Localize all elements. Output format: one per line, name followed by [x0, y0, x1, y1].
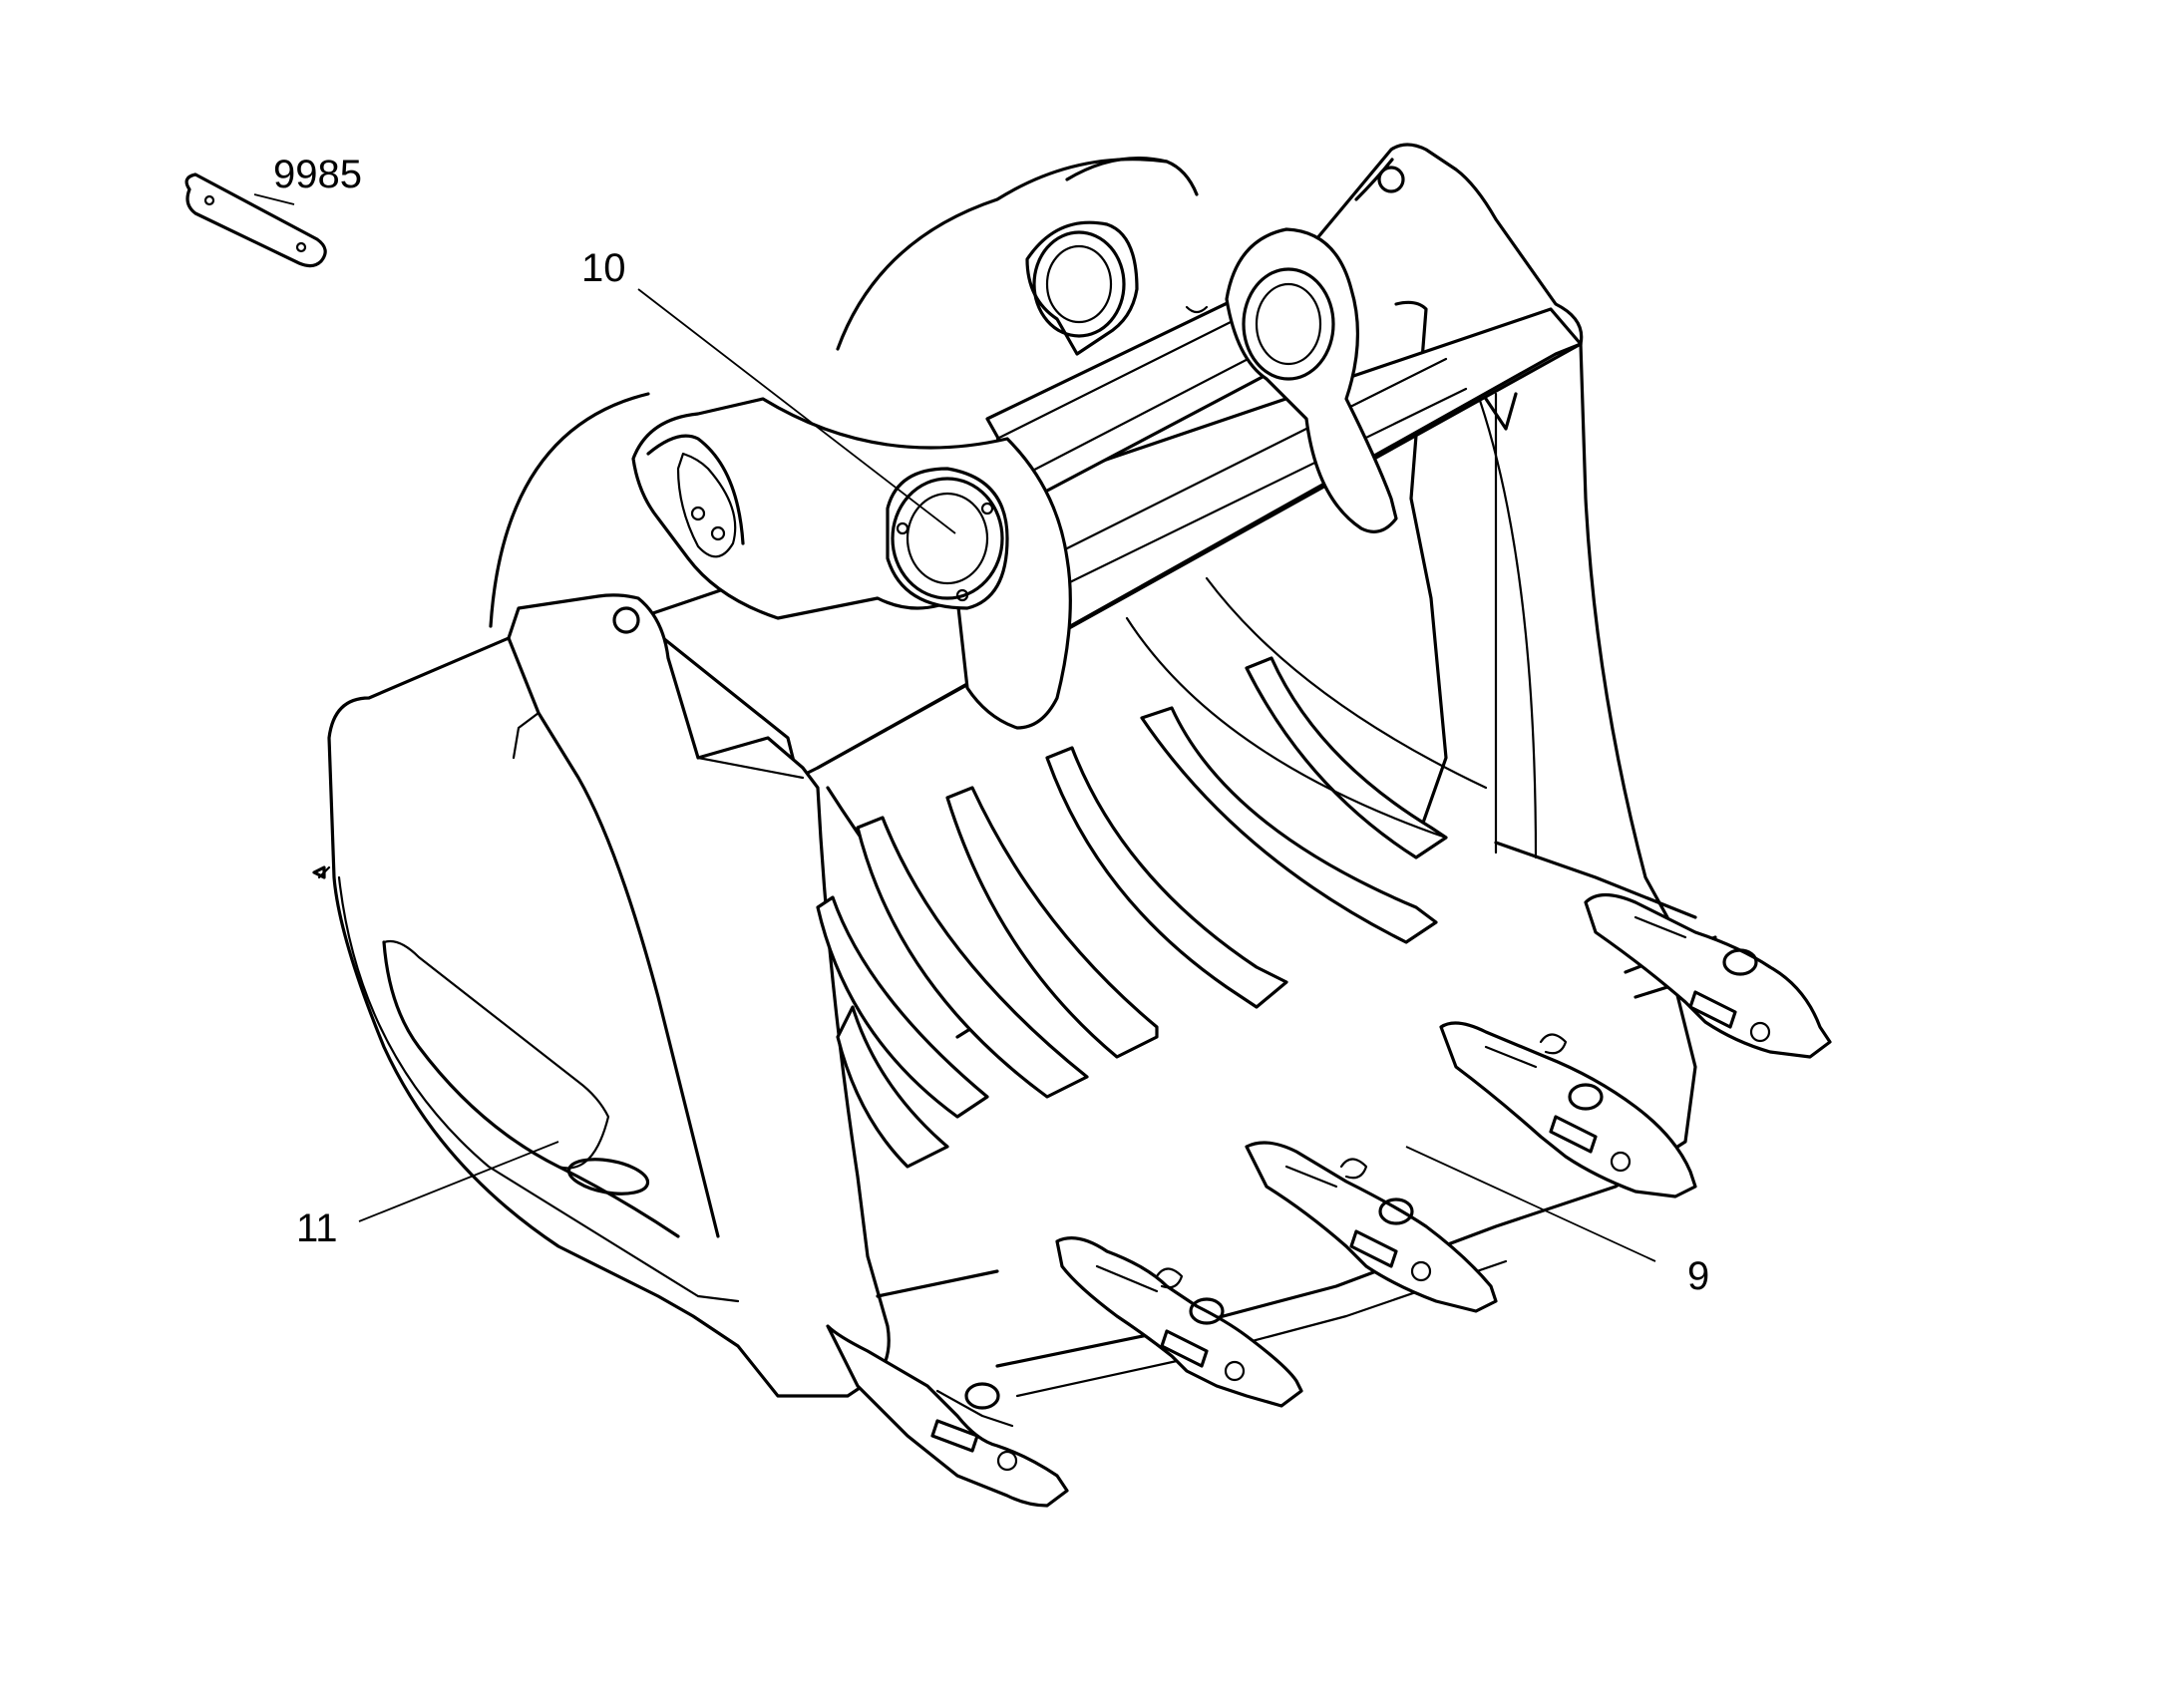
callout-9985: 9985: [273, 153, 362, 196]
leader-11: [358, 1141, 559, 1222]
upper-pin-assembly: [985, 220, 1398, 533]
callout-10: 10: [581, 246, 626, 290]
callout-labels: 9985 10 11 9: [273, 153, 1709, 1298]
leader-10: [637, 288, 956, 534]
left-side-plate: [312, 593, 891, 1398]
tooth-3: [1245, 1141, 1498, 1313]
bucket-back-shell: [489, 156, 1199, 628]
tooth-left: [826, 1324, 1069, 1508]
callout-9: 9: [1687, 1254, 1709, 1298]
plate-part: [184, 172, 327, 268]
tooth-2: [1055, 1236, 1303, 1408]
leader-9985: [253, 193, 295, 205]
tooth-right: [1584, 892, 1832, 1059]
callout-11: 11: [296, 1206, 338, 1250]
leader-lines: [253, 193, 1656, 1262]
leader-9: [1405, 1146, 1656, 1262]
right-side-plate: [1314, 143, 1669, 919]
tooth-4: [1439, 1021, 1697, 1198]
inner-ribs: [816, 576, 1488, 1169]
